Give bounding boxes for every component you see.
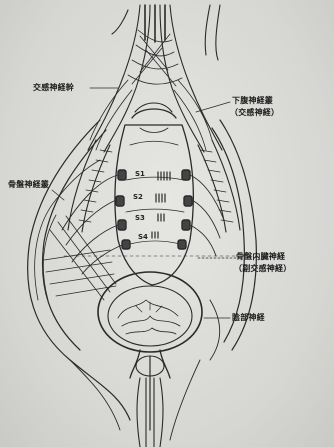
label-sympathetic-trunk: 交感神経幹 [33, 83, 74, 93]
label-pudendal-nerve: 陰部神経 [232, 313, 265, 323]
label-hypogastric-plexus: 下腹神経叢 [232, 96, 273, 106]
aorta-vessels [88, 5, 222, 152]
pudendal-nerve [70, 300, 220, 440]
label-pelvic-splanchnic-parasympathetic: （副交感神経） [234, 264, 291, 274]
sacral-label-s4: S4 [138, 233, 148, 241]
urethra [130, 350, 170, 447]
label-pelvic-splanchnic: 骨盤内臓神経 [236, 252, 285, 262]
pelvic-wall [28, 120, 257, 420]
leader-lines [52, 88, 236, 318]
label-hypogastric-sympathetic: （交感神経） [230, 108, 279, 118]
left-iliac-vessel [68, 140, 112, 232]
hypogastric-nerves [90, 80, 212, 150]
sacrum [115, 103, 193, 285]
sacral-label-s2: S2 [133, 193, 143, 201]
label-pelvic-plexus: 骨盤神経叢 [8, 180, 49, 190]
sacral-label-s3: S3 [135, 214, 145, 222]
sacral-label-s1: S1 [135, 170, 145, 178]
